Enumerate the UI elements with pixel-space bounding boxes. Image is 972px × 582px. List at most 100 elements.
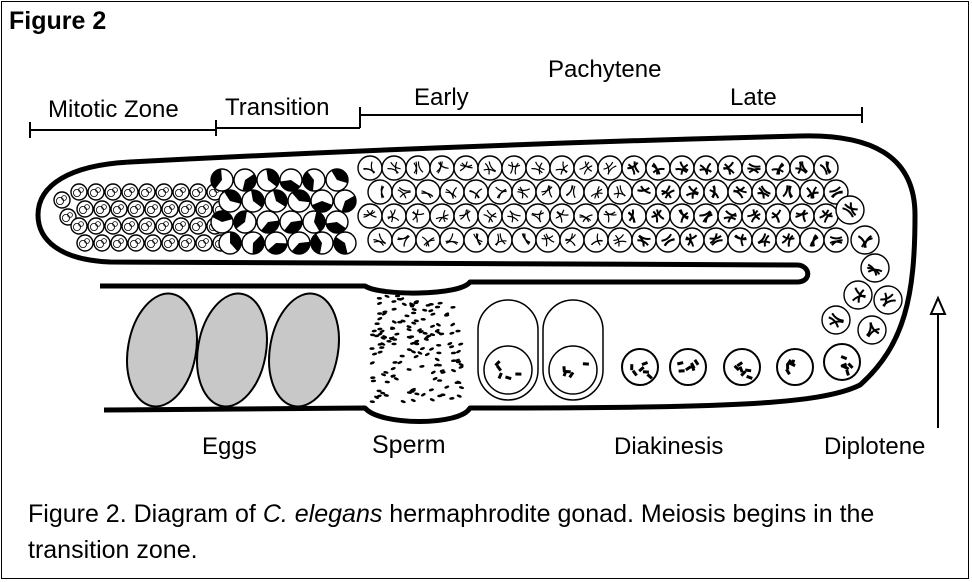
germ-nucleus (536, 228, 560, 252)
sperm-cell (406, 328, 412, 332)
germ-nucleus (139, 184, 155, 200)
germ-nucleus (77, 201, 93, 217)
sperm-cell (401, 302, 407, 306)
germ-nucleus (111, 235, 127, 251)
germ-nucleus (836, 196, 864, 224)
germ-nucleus (560, 180, 584, 204)
germ-nucleus (680, 180, 704, 204)
germ-nucleus (128, 235, 144, 251)
germ-nucleus (646, 156, 670, 180)
germ-nucleus (536, 180, 560, 204)
germ-nucleus (800, 228, 824, 252)
sperm-cell (459, 386, 465, 390)
sperm-cell (436, 344, 441, 347)
sperm-cell (429, 398, 435, 402)
germ-nucleus (526, 204, 550, 228)
sperm-cell (404, 314, 410, 317)
germ-nucleus (430, 156, 454, 180)
germ-nucleus (851, 226, 879, 254)
germ-nucleus (211, 211, 233, 233)
germ-nucleus (162, 235, 178, 251)
germ-nucleus (54, 192, 70, 208)
sperm-cell (399, 297, 405, 302)
sperm-cell (390, 366, 396, 370)
diakinesis-nucleus (777, 349, 813, 385)
germ-nucleus (111, 201, 127, 217)
germ-nucleus (440, 228, 464, 252)
germ-nucleus (622, 156, 646, 180)
sperm-cell (430, 370, 436, 375)
germ-nucleus (656, 228, 680, 252)
sperm-cell (369, 347, 374, 350)
germ-nucleus (242, 232, 264, 254)
sperm-cell (392, 361, 397, 364)
bivalent (630, 364, 633, 370)
sperm-cell (391, 343, 396, 346)
germ-nucleus (211, 169, 233, 191)
sperm-cell (435, 322, 441, 327)
sperm-cell (447, 341, 453, 346)
germ-nucleus (334, 190, 356, 212)
germ-nucleus (704, 180, 728, 204)
sperm-cell (417, 351, 423, 356)
sperm-cell (406, 325, 412, 329)
germ-nucleus (488, 180, 512, 204)
germ-nucleus (173, 184, 189, 200)
sperm-cell (458, 342, 464, 346)
germ-nucleus (334, 232, 356, 254)
germ-nucleus (326, 211, 348, 233)
sperm-cell (372, 352, 378, 356)
figure-caption: Figure 2. Diagram of C. elegans hermaphr… (28, 496, 958, 568)
germ-nucleus (265, 232, 287, 254)
diakinesis-nucleus (824, 344, 860, 380)
sperm-cell (424, 352, 430, 357)
zone-brackets (30, 107, 862, 138)
germ-nucleus (139, 218, 155, 234)
germ-nucleus (584, 228, 608, 252)
germ-nucleus (752, 180, 776, 204)
germ-nucleus (179, 235, 195, 251)
sperm-cell (411, 307, 417, 311)
germ-nucleus (728, 228, 752, 252)
germ-nucleus (196, 201, 212, 217)
bivalent (565, 370, 571, 374)
germ-nucleus (382, 156, 406, 180)
sperm-cell (410, 398, 416, 402)
germ-nucleus (71, 218, 87, 234)
germ-nucleus (88, 218, 104, 234)
sperm-cell (428, 309, 434, 313)
diakinesis-nucleus (724, 349, 760, 385)
sperm-cell (420, 347, 426, 351)
germ-nucleus (574, 156, 598, 180)
germ-nucleus (776, 228, 800, 252)
sperm-cell (455, 330, 460, 333)
germ-nucleus (814, 156, 838, 180)
germ-nucleus (622, 204, 646, 228)
caption-prefix: Figure 2. Diagram of (28, 500, 263, 528)
sperm-cell (386, 340, 391, 343)
germ-nucleus (861, 254, 889, 282)
germ-nucleus (464, 180, 488, 204)
germ-nucleus (574, 204, 598, 228)
germ-nucleus (464, 228, 488, 252)
germ-nucleus (656, 180, 680, 204)
germ-nucleus (416, 180, 440, 204)
sperm-group (369, 294, 464, 403)
germ-nucleus (257, 211, 279, 233)
eggs-group (119, 288, 348, 412)
germ-nucleus (718, 204, 742, 228)
germ-nucleus (94, 235, 110, 251)
germ-nucleus (512, 180, 536, 204)
sperm-cell (430, 312, 436, 316)
germ-nucleus (326, 169, 348, 191)
rachis-outline (100, 265, 808, 293)
germ-nucleus (288, 190, 310, 212)
germ-nucleus (488, 228, 512, 252)
germ-nucleus (156, 184, 172, 200)
egg (119, 288, 206, 412)
germ-nucleus (478, 156, 502, 180)
germ-nucleus (598, 156, 622, 180)
sperm-cell (391, 300, 397, 303)
germ-nucleus (196, 235, 212, 251)
